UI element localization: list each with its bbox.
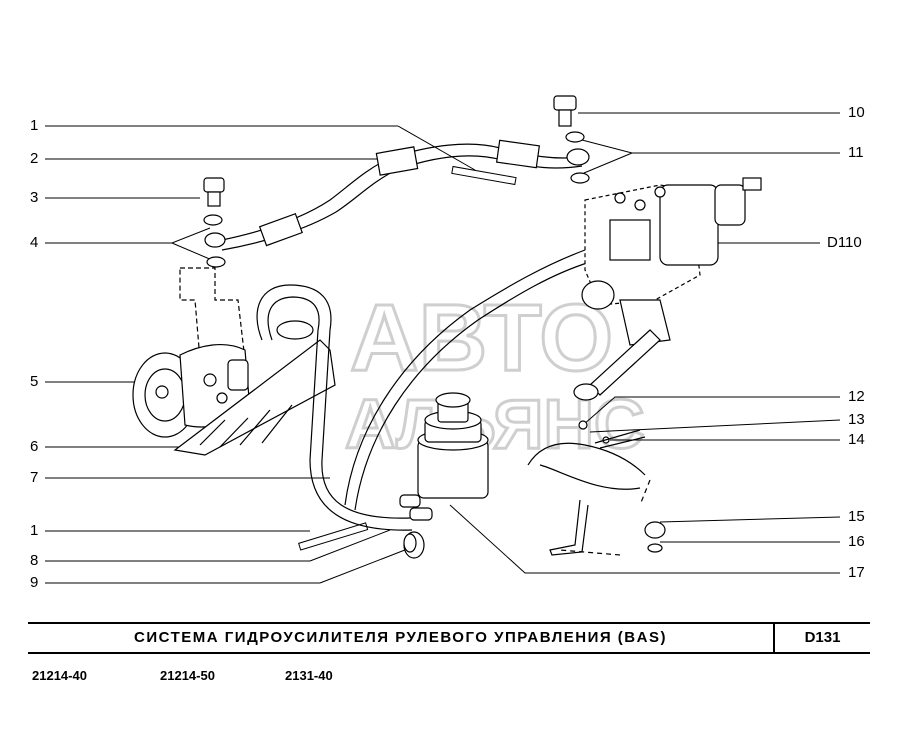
callout-7: 7 <box>30 469 39 486</box>
callout-10: 10 <box>848 104 865 121</box>
leader-lines <box>45 112 841 584</box>
pump-bracket <box>173 339 336 456</box>
model-code: 21214-40 <box>32 668 87 683</box>
callout-6: 6 <box>30 438 39 455</box>
callout-5: 5 <box>30 373 39 390</box>
diagram-code: D131 <box>804 629 841 646</box>
callout-3: 3 <box>30 189 39 206</box>
model-code: 21214-50 <box>160 668 215 683</box>
callout-1b: 1 <box>30 522 39 539</box>
callout-17: 17 <box>848 564 865 581</box>
title-block: СИСТЕМА ГИДРОУСИЛИТЕЛЯ РУЛЕВОГО УПРАВЛЕН… <box>28 622 870 654</box>
hose-clamp <box>403 531 425 559</box>
reservoir <box>399 392 489 521</box>
model-code: 2131-40 <box>285 668 333 683</box>
mounting-hardware <box>559 479 666 556</box>
clamp-parts <box>298 165 517 551</box>
right-banjo-fitting <box>553 95 590 184</box>
watermark-line1: АВТО <box>350 285 613 391</box>
callout-15: 15 <box>848 508 865 525</box>
reservoir-bracket <box>527 420 646 556</box>
watermark-line2: АЛЬЯНС <box>345 385 645 463</box>
callout-d110: D110 <box>827 234 862 251</box>
diagram-title: СИСТЕМА ГИДРОУСИЛИТЕЛЯ РУЛЕВОГО УПРАВЛЕН… <box>134 629 667 646</box>
pump-assembly <box>132 267 251 438</box>
callout-14: 14 <box>848 431 865 448</box>
title-divider <box>773 624 775 652</box>
callout-1a: 1 <box>30 117 39 134</box>
callout-11: 11 <box>848 144 864 161</box>
callout-13: 13 <box>848 411 865 428</box>
watermark: АВТО АЛЬЯНС <box>344 284 647 465</box>
supply-hose <box>344 249 591 511</box>
steering-gear <box>573 177 762 401</box>
return-hose <box>256 284 413 531</box>
callout-9: 9 <box>30 574 39 591</box>
left-banjo-fitting <box>203 177 226 268</box>
callout-8: 8 <box>30 552 39 569</box>
callout-4: 4 <box>30 234 39 251</box>
pressure-hose <box>221 139 583 251</box>
callout-12: 12 <box>848 388 865 405</box>
callout-2: 2 <box>30 150 39 167</box>
callout-16: 16 <box>848 533 865 550</box>
